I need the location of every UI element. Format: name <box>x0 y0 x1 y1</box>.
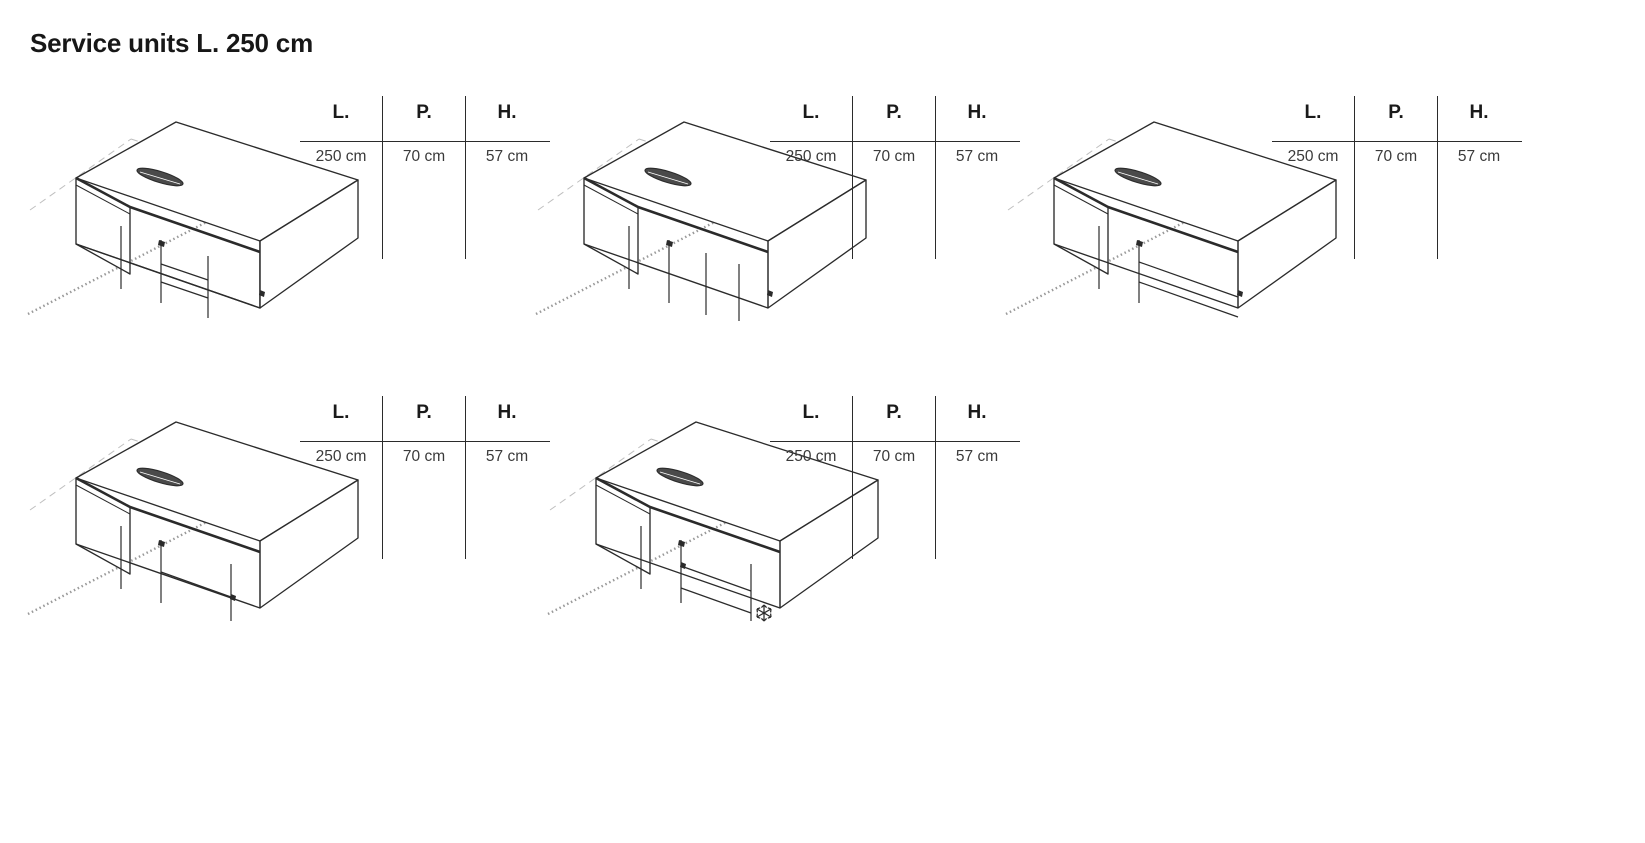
spec-header-height: H. <box>967 102 987 123</box>
spec-divider-2 <box>1437 96 1438 259</box>
unit-1-spec-table: L. P. H. 250 cm 70 cm 57 cm <box>300 96 550 266</box>
spec-divider-1 <box>382 396 383 559</box>
spec-value-length: 250 cm <box>315 448 367 465</box>
front-panel-divisions <box>640 526 781 621</box>
spec-value-height: 57 cm <box>485 148 529 165</box>
handle-icon <box>678 540 686 569</box>
spec-header-length: L. <box>1304 102 1322 123</box>
hob-icon <box>136 167 184 187</box>
spec-value-height: 57 cm <box>955 448 999 465</box>
spec-value-length: 250 cm <box>785 448 837 465</box>
handle-icon <box>1136 240 1243 297</box>
unit-3-drawing <box>1005 121 1346 372</box>
hob-icon <box>656 467 704 487</box>
unit-3-spec-table: L. P. H. 250 cm 70 cm 57 cm <box>1272 96 1522 266</box>
hob-icon <box>136 467 184 487</box>
handle-icon <box>158 240 265 297</box>
spec-header-depth: P. <box>886 402 902 423</box>
unit-5-spec-table: L. P. H. 250 cm 70 cm 57 cm <box>770 396 1020 566</box>
spec-value-depth: 70 cm <box>402 448 446 465</box>
spec-rule <box>770 441 1020 442</box>
unit-4-spec-table: L. P. H. 250 cm 70 cm 57 cm <box>300 396 550 566</box>
snowflake-icon <box>756 604 772 622</box>
spec-divider-1 <box>852 96 853 259</box>
spec-header-height: H. <box>497 102 517 123</box>
spec-divider-2 <box>935 96 936 259</box>
spec-divider-1 <box>382 96 383 259</box>
spec-divider-2 <box>465 96 466 259</box>
spec-value-length: 250 cm <box>1287 148 1339 165</box>
spec-divider-2 <box>465 396 466 559</box>
spec-value-depth: 70 cm <box>872 148 916 165</box>
spec-value-depth: 70 cm <box>1374 148 1418 165</box>
unit-4-drawing <box>27 421 368 672</box>
spec-header-height: H. <box>497 402 517 423</box>
spec-header-length: L. <box>802 102 820 123</box>
spec-header-length: L. <box>332 102 350 123</box>
handle-icon <box>666 240 773 297</box>
spec-divider-1 <box>1354 96 1355 259</box>
spec-divider-1 <box>852 396 853 559</box>
unit-5-drawing <box>547 421 888 672</box>
spec-header-depth: P. <box>1388 102 1404 123</box>
unit-1-drawing <box>27 121 368 372</box>
spec-value-height: 57 cm <box>955 148 999 165</box>
spec-rule <box>300 141 550 142</box>
spec-header-depth: P. <box>416 402 432 423</box>
spec-value-height: 57 cm <box>1457 148 1501 165</box>
handle-icon <box>158 540 236 601</box>
cabinet-body <box>75 121 359 309</box>
spec-value-length: 250 cm <box>315 148 367 165</box>
spec-header-depth: P. <box>416 102 432 123</box>
spec-rule <box>300 441 550 442</box>
spec-header-length: L. <box>332 402 350 423</box>
spec-value-depth: 70 cm <box>872 448 916 465</box>
spec-value-depth: 70 cm <box>402 148 446 165</box>
spec-value-height: 57 cm <box>485 448 529 465</box>
spec-header-length: L. <box>802 402 820 423</box>
front-panel-divisions <box>628 226 769 321</box>
spec-rule <box>1272 141 1522 142</box>
front-panel-divisions <box>120 526 261 621</box>
unit-2-drawing <box>535 121 876 372</box>
front-panel-divisions <box>120 226 261 318</box>
unit-2-spec-table: L. P. H. 250 cm 70 cm 57 cm <box>770 96 1020 266</box>
spec-rule <box>770 141 1020 142</box>
page-title: Service units L. 250 cm <box>30 28 313 58</box>
spec-value-length: 250 cm <box>785 148 837 165</box>
spec-header-height: H. <box>1469 102 1489 123</box>
cabinet-body <box>1053 121 1337 309</box>
hob-icon <box>1114 167 1162 187</box>
spec-divider-2 <box>935 396 936 559</box>
cabinet-body <box>75 421 359 609</box>
spec-header-depth: P. <box>886 102 902 123</box>
front-panel-divisions <box>1098 226 1239 318</box>
cabinet-body <box>583 121 867 309</box>
hob-icon <box>644 167 692 187</box>
spec-header-height: H. <box>967 402 987 423</box>
